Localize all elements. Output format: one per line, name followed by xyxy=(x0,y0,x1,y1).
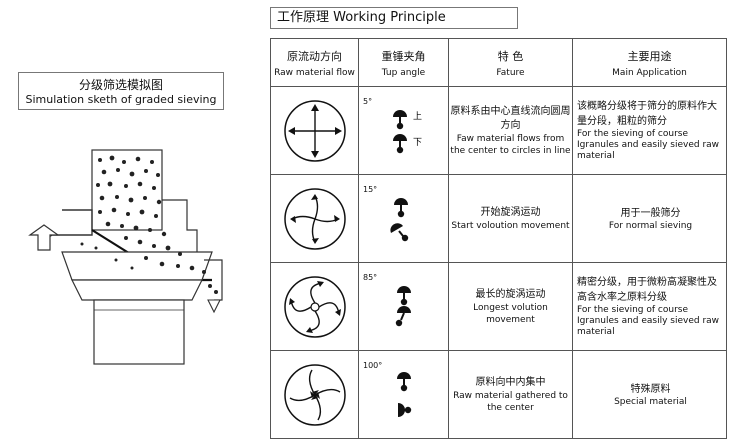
tup-label-up: 上 xyxy=(413,111,422,122)
table-row: 85° 最长的旋涡运动 Longest volution movement 精密… xyxy=(270,262,727,351)
feature-en: Start voloution movement xyxy=(451,220,570,231)
header-angle: 重锤夹角 Tup angle xyxy=(358,38,449,87)
flow-cell xyxy=(270,86,359,175)
inward-swirl-icon xyxy=(283,363,346,426)
angle-value: 15° xyxy=(363,185,378,194)
principle-table: 原流动方向 Raw material flow 重锤夹角 Tup angle 特… xyxy=(270,38,727,439)
application-cell: 该概略分级将于筛分的原料作大量分段，粗粒的筛分 For the sieving … xyxy=(572,86,727,175)
header-application: 主要用途 Main Application xyxy=(572,38,727,87)
feature-cn: 原料系由中心直线流向圆周方向 xyxy=(450,105,571,131)
working-principle-title: 工作原理 Working Principle xyxy=(270,7,518,29)
tup-weight-icon xyxy=(395,285,411,326)
header-feature-en: Fature xyxy=(496,67,525,78)
application-en: For normal sieving xyxy=(608,220,693,231)
flow-cell xyxy=(270,262,359,351)
table-row: 5° 上 下 原料系由中心直线流向圆周方向 Faw material flows… xyxy=(270,86,727,175)
simulation-title-en: Simulation sketh of graded sieving xyxy=(25,93,217,106)
feature-en: Faw material flows from the center to ci… xyxy=(450,133,571,156)
flow-cell xyxy=(270,174,359,263)
application-cn: 特殊原料 xyxy=(630,383,671,395)
table-header-row: 原流动方向 Raw material flow 重锤夹角 Tup angle 特… xyxy=(270,38,727,87)
angle-cell: 100° xyxy=(358,350,449,439)
header-feature: 特 色 Fature xyxy=(448,38,573,87)
header-feature-cn: 特 色 xyxy=(497,49,524,63)
angle-value: 85° xyxy=(363,273,378,282)
table-row: 100° 原料向中内集中 Raw material gathered to th… xyxy=(270,350,727,439)
tup-weight-icon xyxy=(396,371,411,417)
feature-cn: 最长的旋涡运动 xyxy=(475,288,546,300)
angle-cell: 15° xyxy=(358,174,449,263)
angle-cell: 85° xyxy=(358,262,449,351)
application-en: Special material xyxy=(614,396,687,407)
header-angle-en: Tup angle xyxy=(381,67,426,78)
header-application-cn: 主要用途 xyxy=(627,49,672,63)
feature-cn: 原料向中内集中 xyxy=(475,376,546,388)
application-en: For the sieving of course Igranules and … xyxy=(577,129,720,161)
feature-en: Raw material gathered to the center xyxy=(453,390,568,413)
radial-arrows-icon xyxy=(283,99,346,162)
application-cn: 用于一般筛分 xyxy=(620,207,681,219)
simulation-title-cn: 分级筛选模拟图 xyxy=(78,78,163,92)
application-cell: 精密分级，用于微粉高凝聚性及高含水率之原料分级 For the sieving … xyxy=(572,262,727,351)
feature-cell: 最长的旋涡运动 Longest volution movement xyxy=(448,262,573,351)
application-cell: 用于一般筛分 For normal sieving xyxy=(572,174,727,263)
application-cn: 该概略分级将于筛分的原料作大量分段，粗粒的筛分 xyxy=(577,101,717,127)
header-flow-en: Raw material flow xyxy=(274,67,355,78)
header-angle-cn: 重锤夹角 xyxy=(381,49,426,63)
simulation-title-box: 分级筛选模拟图 Simulation sketh of graded sievi… xyxy=(18,72,224,110)
tup-label-down: 下 xyxy=(413,138,422,148)
feature-cell: 开始旋涡运动 Start voloution movement xyxy=(448,174,573,263)
application-cn: 精密分级，用于微粉高凝聚性及高含水率之原料分级 xyxy=(577,277,717,303)
angle-value: 100° xyxy=(363,361,383,370)
header-flow-cn: 原流动方向 xyxy=(287,49,342,63)
sieving-machine-sketch xyxy=(28,149,223,365)
header-flow: 原流动方向 Raw material flow xyxy=(270,38,359,87)
swirl-arrows-icon xyxy=(283,187,346,250)
feature-cell: 原料向中内集中 Raw material gathered to the cen… xyxy=(448,350,573,439)
angle-cell: 5° 上 下 xyxy=(358,86,449,175)
feature-cell: 原料系由中心直线流向圆周方向 Faw material flows from t… xyxy=(448,86,573,175)
tup-weight-icon: 上 下 xyxy=(392,109,422,153)
tup-weight-icon xyxy=(389,197,408,241)
angle-value: 5° xyxy=(363,97,373,106)
flow-cell xyxy=(270,350,359,439)
application-cell: 特殊原料 Special material xyxy=(572,350,727,439)
feature-cn: 开始旋涡运动 xyxy=(480,206,541,218)
table-row: 15° 开始旋涡运动 Start voloution movement 用于一般… xyxy=(270,174,727,263)
feature-en: Longest volution movement xyxy=(473,302,548,325)
application-en: For the sieving of course Igranules and … xyxy=(577,305,720,337)
long-swirl-icon xyxy=(283,275,346,338)
header-application-en: Main Application xyxy=(612,67,687,78)
